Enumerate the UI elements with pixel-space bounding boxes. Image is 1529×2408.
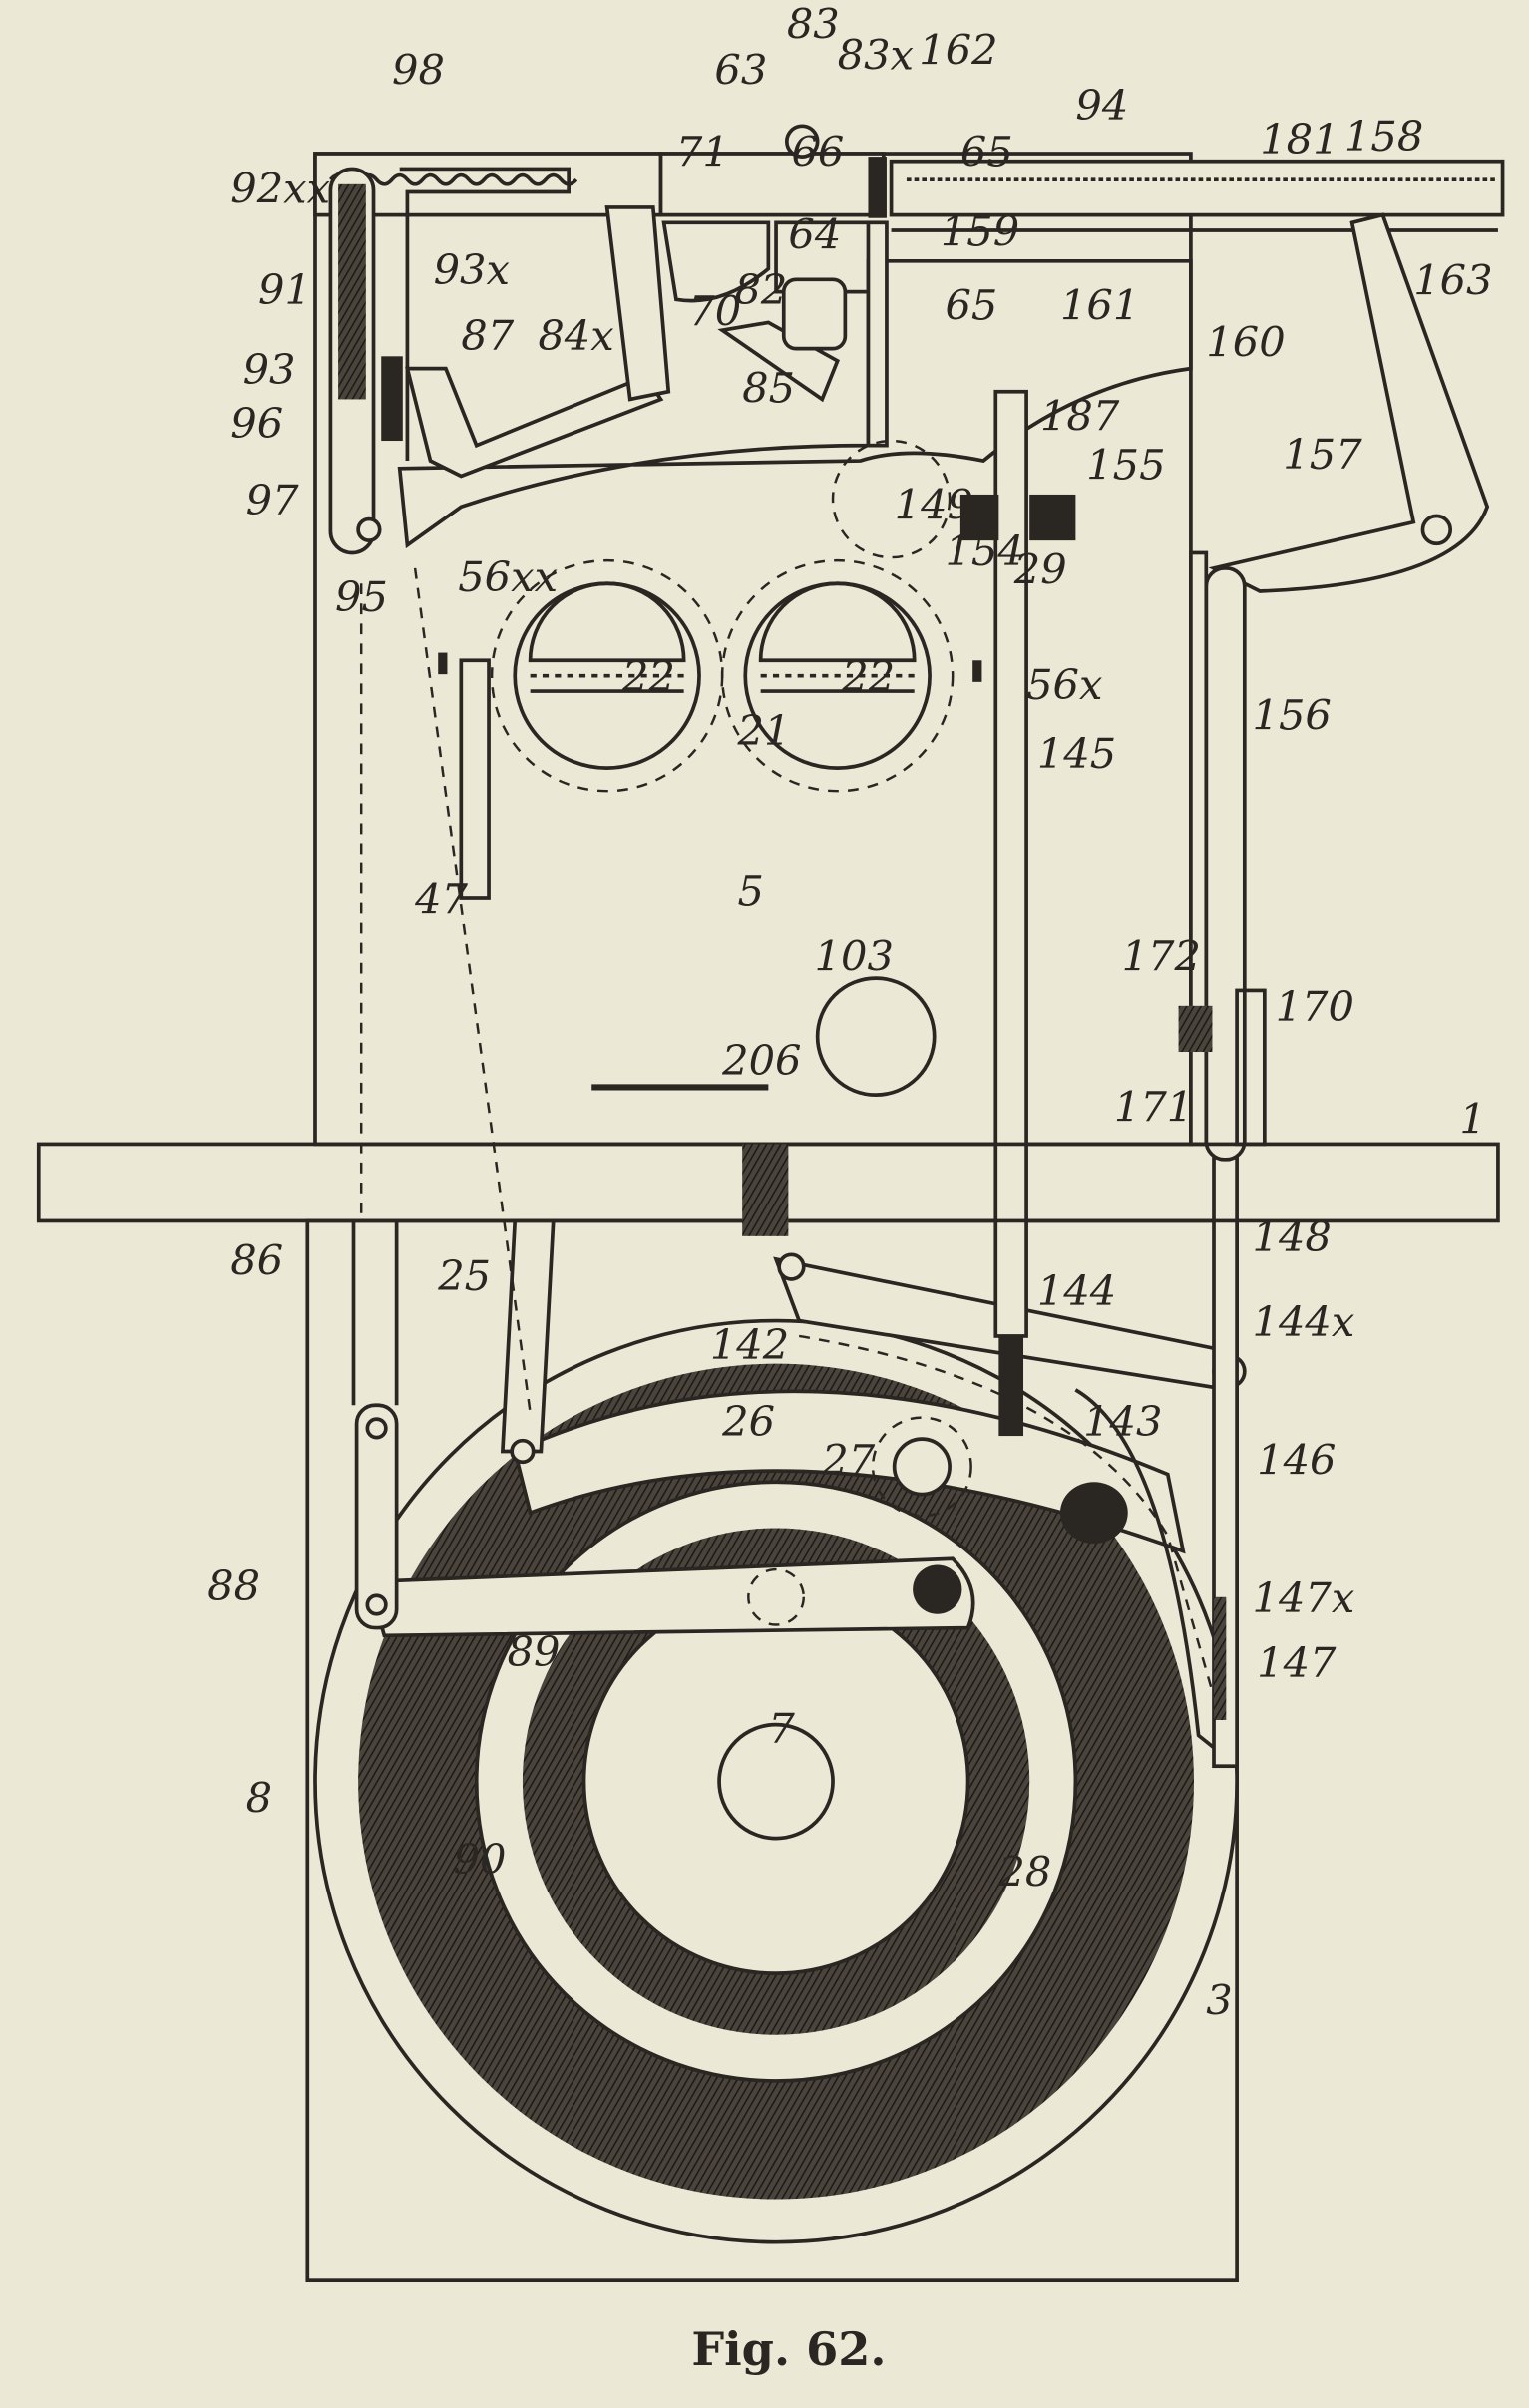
disk-8 — [313, 1318, 1239, 2244]
upper-body — [313, 152, 1193, 1147]
part-label: 87 — [461, 311, 514, 360]
part-label: 83x — [838, 30, 914, 79]
part-labels: 98 63 83 83x 162 94 181 158 71 66 65 64 … — [207, 0, 1492, 2025]
part-label: 91 — [258, 265, 311, 314]
part-label: 171 — [1114, 1082, 1193, 1131]
part-label: 7 — [768, 1704, 795, 1753]
part-label: 8 — [246, 1773, 272, 1822]
part-label: 26 — [721, 1397, 775, 1446]
part-label: 84x — [538, 311, 613, 360]
part-label: 97 — [246, 476, 299, 524]
part-label: 143 — [1083, 1397, 1162, 1446]
part-label: 154 — [945, 526, 1023, 575]
part-label: 71 — [676, 127, 729, 175]
part-label: 144x — [1253, 1297, 1355, 1346]
part-label: 162 — [919, 26, 997, 75]
part-label: 98 — [392, 46, 445, 95]
part-label: 56xx — [458, 552, 558, 601]
part-label: 3 — [1206, 1976, 1232, 2025]
part-label: 170 — [1276, 982, 1354, 1031]
part-label: 65 — [945, 280, 997, 329]
part-label: 22 — [841, 652, 895, 701]
lever-89 — [366, 1556, 975, 1638]
part-label: 65 — [960, 127, 1013, 175]
part-label: 147 — [1257, 1638, 1337, 1687]
part-label: 47 — [414, 874, 468, 923]
part-label: 103 — [815, 931, 894, 980]
part-label: 160 — [1206, 317, 1285, 366]
part-label: 25 — [437, 1251, 491, 1300]
lever-157 — [1208, 212, 1490, 593]
part-label: 181 — [1260, 115, 1338, 164]
part-label: 146 — [1257, 1436, 1336, 1485]
pawl-71 — [661, 220, 771, 303]
part-label: 96 — [230, 399, 283, 448]
part-label: 22 — [621, 652, 675, 701]
part-label: 147x — [1253, 1573, 1355, 1622]
lever-84 — [604, 205, 671, 402]
part-label: 187 — [1040, 391, 1120, 440]
part-label: 82 — [734, 265, 787, 314]
part-label: 144 — [1037, 1266, 1116, 1315]
part-label: 163 — [1413, 256, 1492, 305]
part-label: 28 — [997, 1847, 1051, 1895]
part-label: 155 — [1086, 441, 1165, 490]
link-85 — [717, 320, 840, 403]
part-label: 156 — [1253, 691, 1332, 740]
part-label: 86 — [230, 1235, 283, 1284]
figure-caption: Fig. 62. — [691, 2322, 886, 2376]
part-label: 66 — [791, 127, 844, 175]
slot-47 — [459, 658, 491, 900]
part-label: 161 — [1060, 280, 1139, 329]
part-label: 94 — [1075, 81, 1128, 130]
part-label: 157 — [1283, 430, 1362, 479]
part-label: 95 — [335, 572, 388, 621]
part-label: 21 — [737, 706, 791, 755]
part-label: 64 — [788, 210, 841, 259]
part-label: 27 — [821, 1436, 875, 1485]
part-label: 92xx — [230, 164, 330, 212]
link-88 — [354, 1403, 399, 1630]
part-label: 145 — [1037, 729, 1116, 778]
part-label: 158 — [1344, 112, 1423, 161]
part-label: 206 — [721, 1036, 801, 1085]
shaft-7 — [717, 1722, 835, 1841]
part-label: 148 — [1253, 1212, 1332, 1261]
part-label: 142 — [710, 1320, 789, 1369]
part-label: 83 — [787, 0, 840, 49]
part-label: 93x — [434, 245, 510, 294]
part-label: 63 — [714, 46, 767, 95]
type-wheels — [490, 558, 955, 793]
part-label: 56x — [1026, 660, 1102, 709]
part-label: 89 — [508, 1627, 561, 1676]
part-label: 88 — [207, 1561, 260, 1610]
rod-145 — [993, 389, 1028, 1338]
part-label: 172 — [1122, 931, 1201, 980]
part-label: 5 — [738, 867, 764, 916]
part-label: 159 — [941, 206, 1019, 255]
part-label: 29 — [1013, 544, 1067, 593]
part-label: 70 — [688, 287, 741, 336]
spring-98 — [328, 172, 578, 186]
casting — [397, 258, 1193, 549]
part-label: 90 — [454, 1835, 507, 1884]
shaft-103 — [815, 976, 937, 1097]
part-label: 1 — [1459, 1095, 1485, 1144]
link-156 — [1204, 566, 1247, 1162]
part-label: 85 — [742, 364, 795, 413]
part-label: 149 — [895, 481, 973, 529]
part-label: 93 — [243, 345, 296, 394]
